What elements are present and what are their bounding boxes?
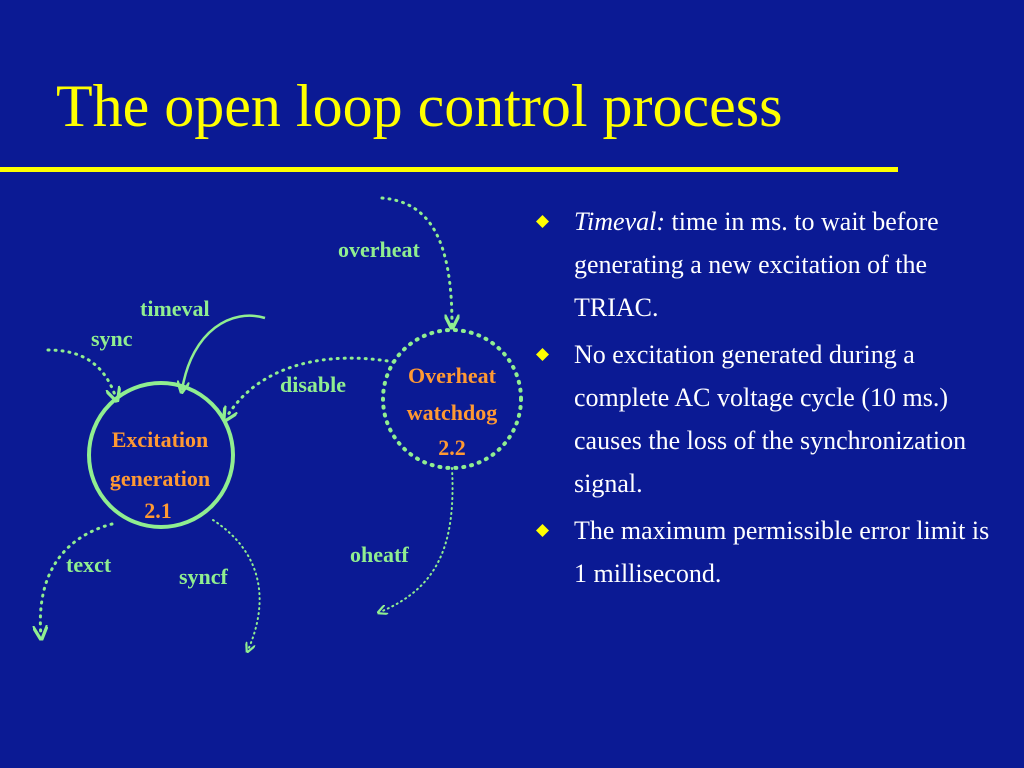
- bullet-list: Timeval: time in ms. to wait before gene…: [536, 200, 1006, 599]
- excitation-node-title: Excitation: [112, 427, 209, 452]
- label-texct: texct: [66, 552, 112, 577]
- bullet-item: The maximum permissible error limit is 1…: [536, 509, 1006, 595]
- bullet-text: No excitation generated during a complet…: [574, 340, 967, 498]
- label-overheat: overheat: [338, 237, 421, 262]
- slide-title: The open loop control process: [56, 73, 783, 139]
- flow-texct: [40, 522, 114, 636]
- label-syncf: syncf: [179, 564, 229, 589]
- diamond-bullet-icon: [536, 348, 549, 361]
- overheat-watchdog-node: [381, 328, 523, 470]
- flow-syncf: [212, 519, 261, 650]
- flow-sync: [46, 348, 116, 398]
- bullet-lead-term: Timeval:: [574, 207, 665, 236]
- bullet-item: No excitation generated during a complet…: [536, 333, 1006, 505]
- excitation-node-subtitle: generation: [110, 466, 210, 491]
- label-sync: sync: [91, 326, 133, 351]
- watchdog-node-number: 2.2: [438, 435, 466, 460]
- flow-overheat: [380, 196, 452, 325]
- diamond-bullet-icon: [536, 215, 549, 228]
- bullet-text: The maximum permissible error limit is 1…: [574, 516, 990, 588]
- flow-disable: [226, 356, 396, 418]
- label-oheatf: oheatf: [350, 542, 409, 567]
- bullet-text: time in ms. to wait before generating a …: [574, 207, 939, 322]
- diamond-bullet-icon: [536, 524, 549, 537]
- excitation-generation-node: [87, 381, 235, 529]
- excitation-node-number: 2.1: [144, 498, 172, 523]
- label-timeval: timeval: [140, 296, 210, 321]
- flow-timeval: [182, 314, 266, 390]
- watchdog-node-subtitle: watchdog: [407, 400, 497, 425]
- title-underline: [0, 167, 898, 172]
- flow-oheatf: [380, 467, 454, 612]
- watchdog-node-title: Overheat: [408, 363, 497, 388]
- bullet-item: Timeval: time in ms. to wait before gene…: [536, 200, 1006, 329]
- label-disable: disable: [280, 372, 346, 397]
